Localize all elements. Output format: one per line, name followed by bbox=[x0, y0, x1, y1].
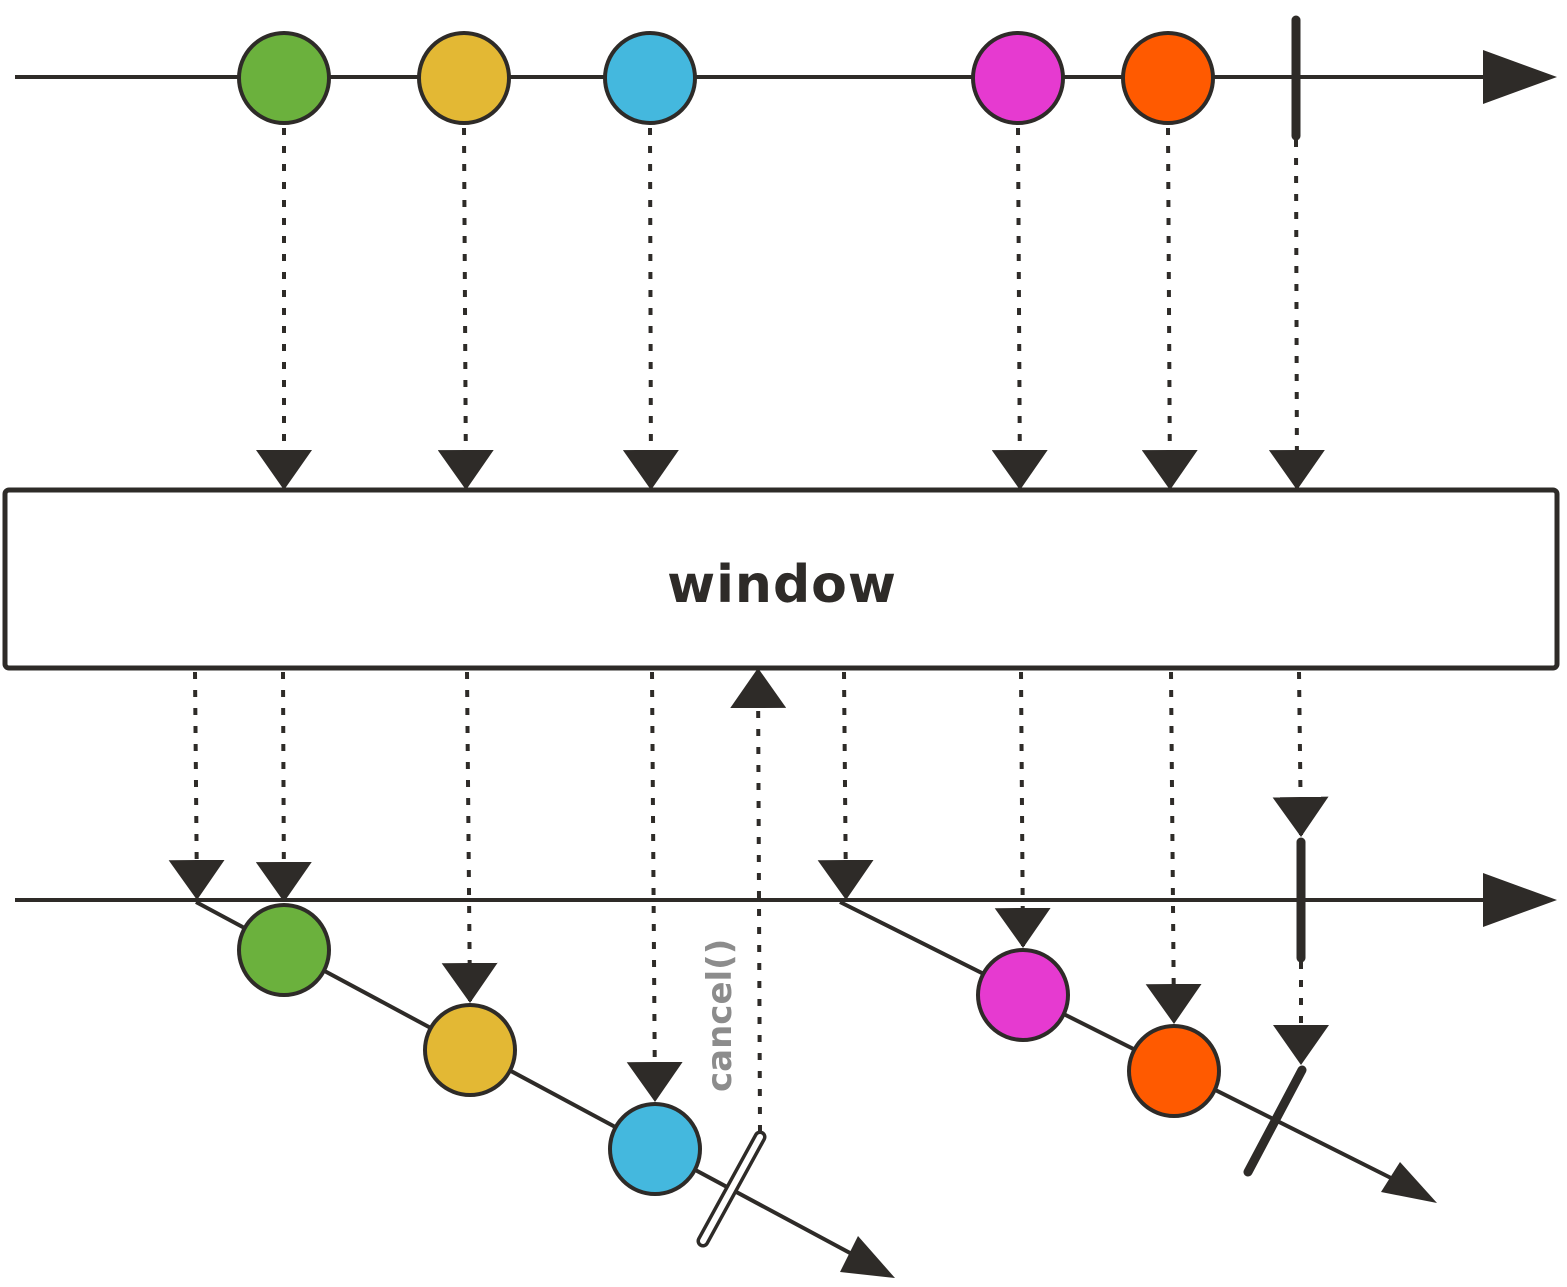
source-event-yellow bbox=[417, 31, 511, 125]
source-event-orange bbox=[1121, 31, 1215, 125]
cancel-label: cancel() bbox=[700, 939, 740, 1092]
input-arrow-orange bbox=[1141, 127, 1198, 490]
output-arrow-window-2-open bbox=[817, 671, 874, 900]
output-arrow-magenta bbox=[994, 671, 1051, 948]
source-event-blue bbox=[603, 31, 697, 125]
output-arrow-completion bbox=[1272, 671, 1329, 837]
output-arrow-blue bbox=[626, 671, 683, 1102]
source-timeline-arrowhead bbox=[1483, 50, 1557, 104]
operator-label: window bbox=[667, 555, 897, 615]
input-arrows bbox=[256, 127, 1325, 490]
window-2-completion-marker bbox=[1243, 1065, 1307, 1177]
input-arrow-blue bbox=[622, 127, 679, 490]
output-timeline-arrowhead bbox=[1483, 873, 1557, 927]
window-1-event-yellow bbox=[423, 1003, 517, 1097]
window-1-cancel-marker bbox=[696, 1130, 767, 1248]
output-arrows bbox=[168, 671, 1329, 1102]
window-2-event-magenta bbox=[976, 948, 1070, 1042]
cancel-arrow bbox=[730, 668, 787, 1133]
source-event-green bbox=[237, 31, 331, 125]
output-arrow-orange bbox=[1145, 671, 1202, 1024]
window-1-event-green bbox=[237, 903, 331, 997]
source-timeline bbox=[15, 15, 1557, 141]
cancel-signal: cancel() bbox=[700, 668, 787, 1133]
output-arrow-window-1-open bbox=[168, 671, 225, 900]
input-arrow-yellow bbox=[437, 127, 494, 490]
window-1-stream bbox=[195, 900, 895, 1278]
window-1-arrowhead bbox=[840, 1236, 895, 1278]
window-2-stream bbox=[839, 900, 1437, 1203]
output-arrow-green bbox=[255, 671, 312, 902]
input-arrow-completion bbox=[1268, 139, 1325, 490]
window-2-event-orange bbox=[1127, 1024, 1221, 1118]
window-2-arrowhead bbox=[1381, 1162, 1437, 1203]
window-1-event-blue bbox=[608, 1102, 702, 1196]
source-event-magenta bbox=[971, 31, 1065, 125]
operator-box: window bbox=[2, 487, 1560, 671]
output-arrow-yellow bbox=[441, 671, 498, 1003]
input-arrow-magenta bbox=[991, 127, 1048, 490]
